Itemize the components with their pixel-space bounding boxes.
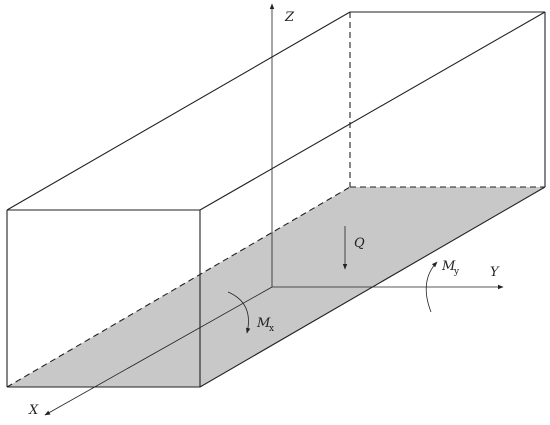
box-visible-edges xyxy=(6,11,546,388)
z-axis-label: Z xyxy=(284,10,295,25)
y-axis-label: Y xyxy=(490,265,500,280)
hidden-edge-bottom-left xyxy=(6,186,351,388)
mx-moment-subscript: x xyxy=(269,324,274,334)
mx-moment-label: M xyxy=(256,316,271,331)
my-moment-label: M xyxy=(441,259,456,274)
mx-moment-arrow xyxy=(227,291,251,334)
x-axis-label: X xyxy=(28,403,39,418)
q-load-label: Q xyxy=(354,236,365,251)
my-moment-subscript: y xyxy=(453,267,460,277)
x-axis xyxy=(44,286,273,416)
my-moment-arrow xyxy=(425,261,438,313)
